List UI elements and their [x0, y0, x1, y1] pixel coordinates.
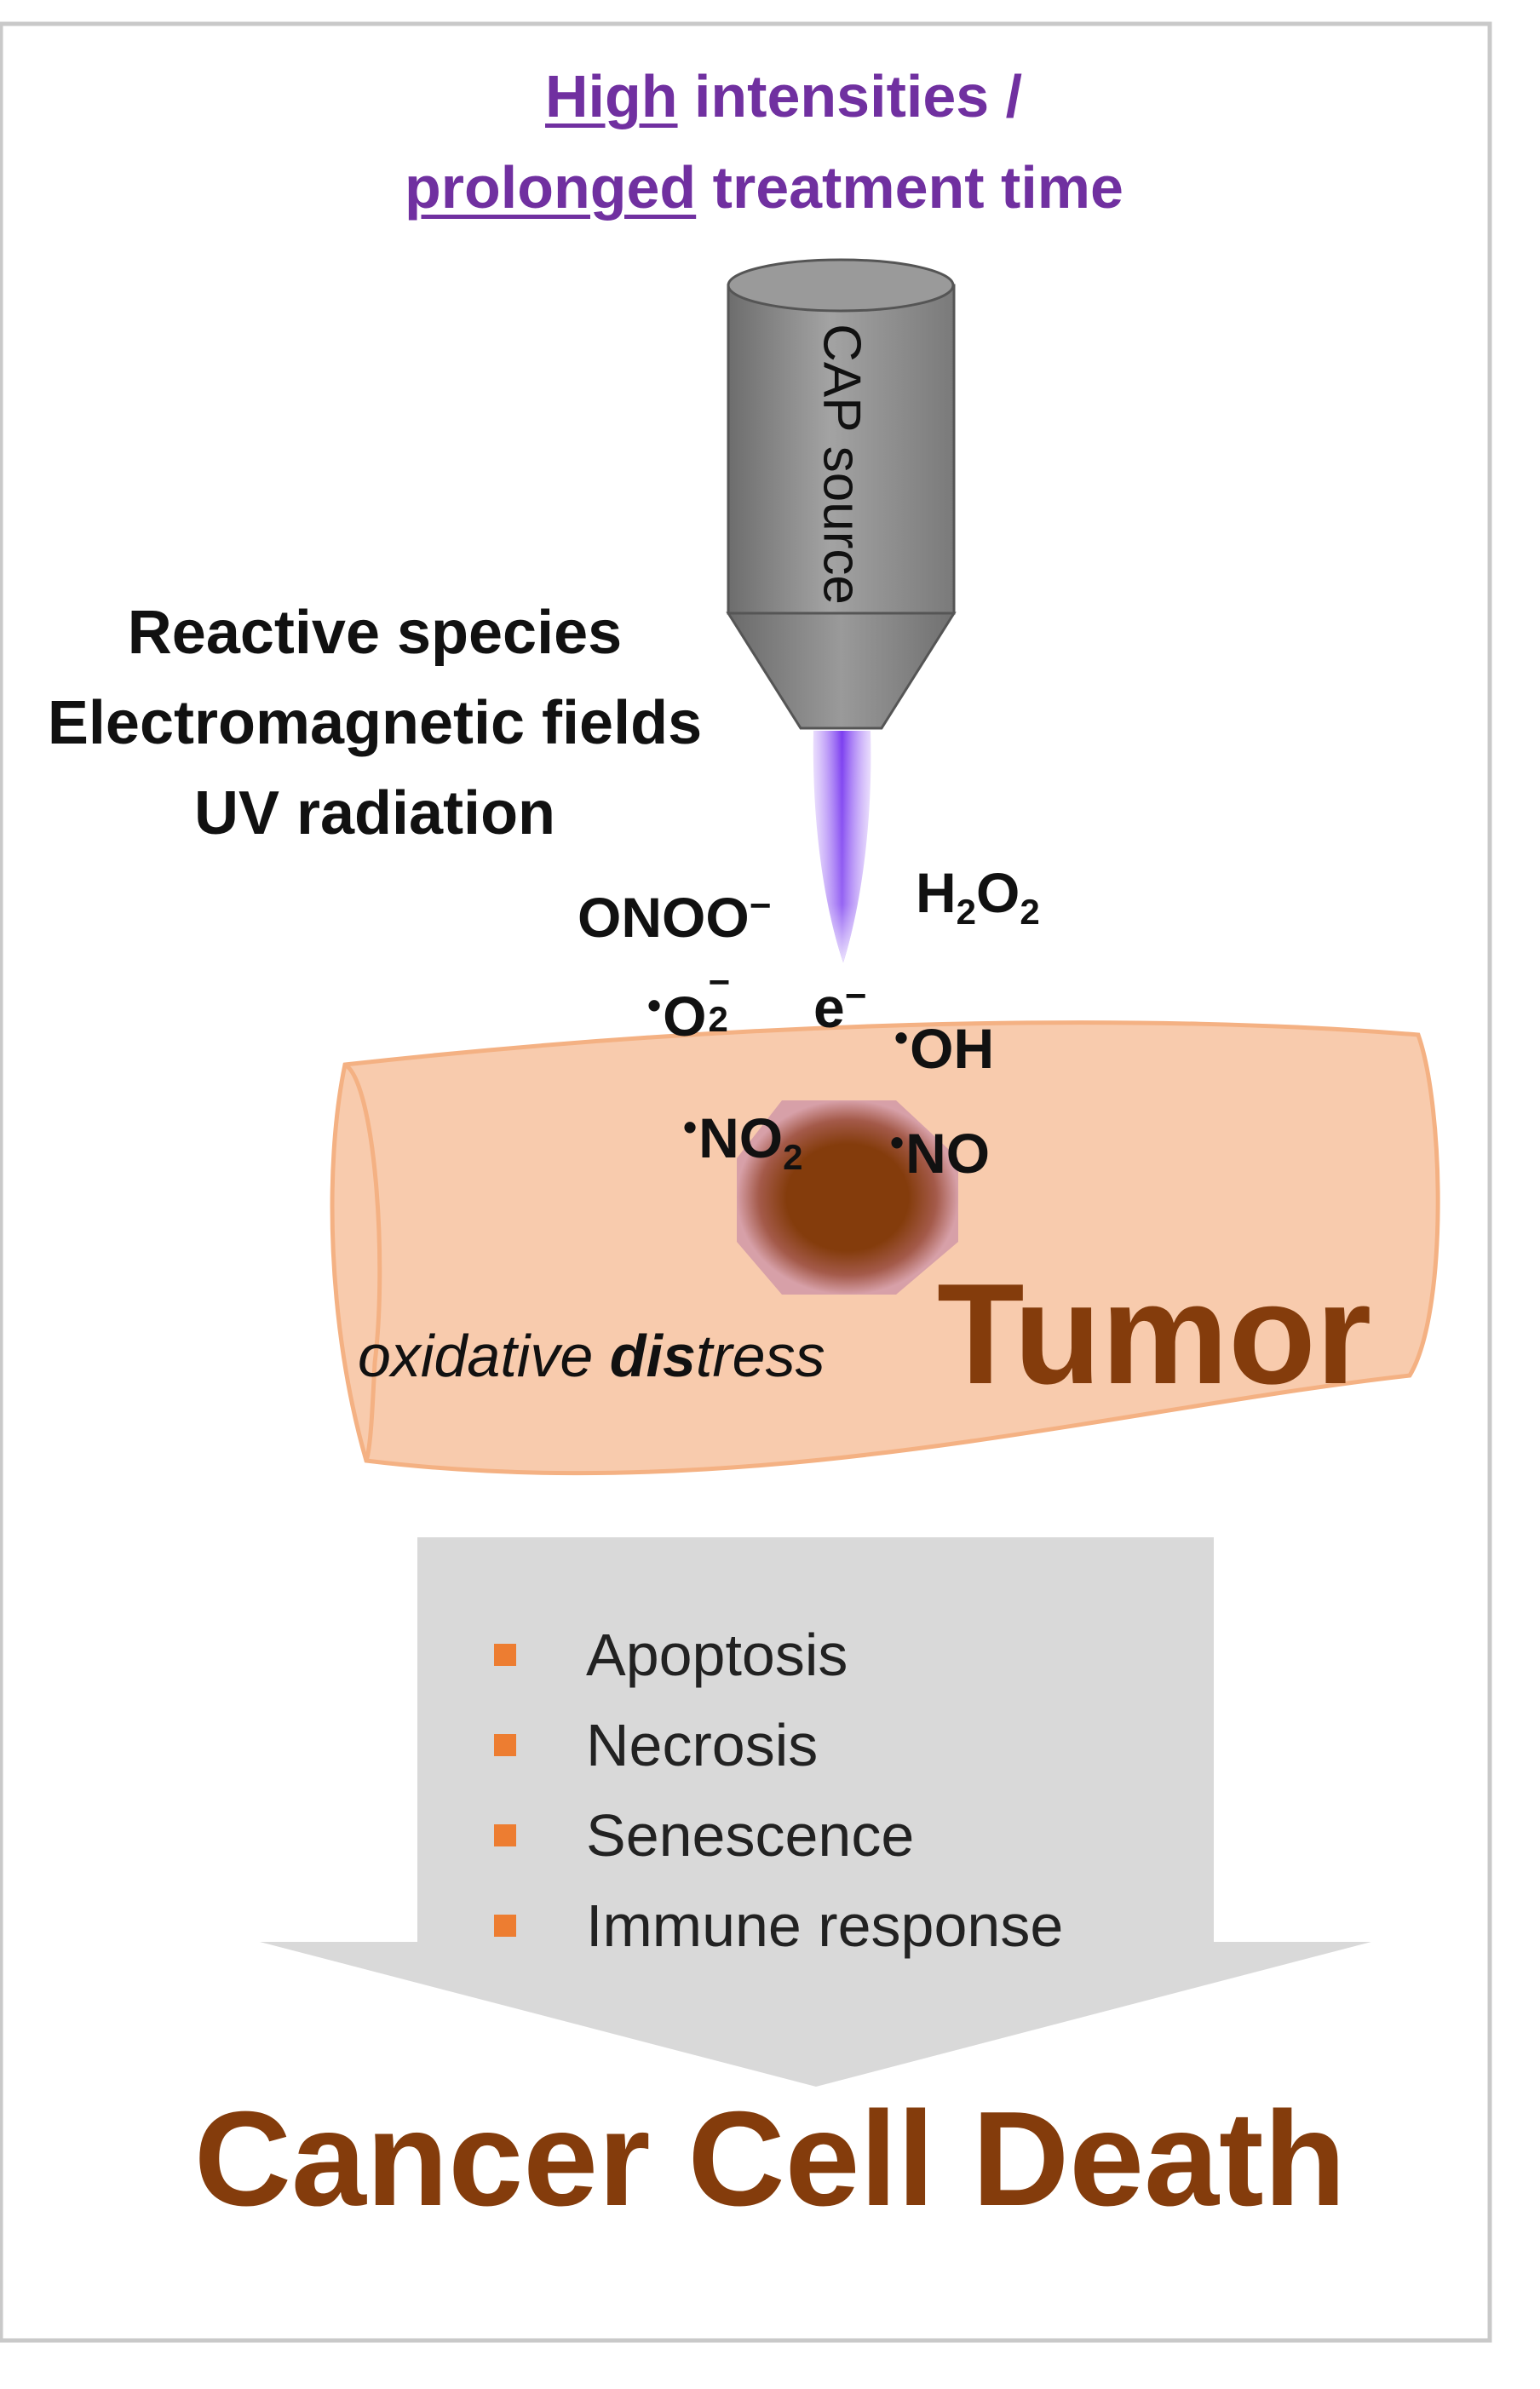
effect-electromagnetic-fields: Electromagnetic fields [47, 689, 703, 757]
heading-treatment-time: treatment time [696, 154, 1123, 221]
species-no-dot: • [890, 1120, 905, 1164]
outcome-immune-response-label: Immune response [586, 1892, 1064, 1959]
species-h2o2-sub-2: 2 [1020, 892, 1040, 932]
species-hydroxyl-dot: • [894, 1015, 909, 1060]
heading-high: High [545, 63, 678, 129]
oxidative-distress-pre: oxidative [358, 1323, 610, 1389]
species-electron-charge: − [844, 975, 867, 1017]
figure-frame [0, 21, 1492, 2343]
species-superoxide-dot: • [647, 983, 662, 1027]
outcome-necrosis-label: Necrosis [586, 1712, 819, 1778]
effect-uv-radiation: UV radiation [193, 779, 556, 847]
bullet-icon [494, 1915, 516, 1937]
outcome-arrow [260, 1537, 1371, 2087]
species-hydrogen-peroxide: H2O2 [916, 864, 1040, 930]
species-peroxynitrite-base: ONOO [578, 886, 750, 949]
species-no-base: NO [905, 1122, 991, 1185]
oxidative-distress-label: oxidative distress [358, 1322, 825, 1390]
tumor-spot [737, 1100, 958, 1295]
outcome-list: Apoptosis Necrosis Senescence Immune res… [494, 1610, 1063, 1971]
outcome-senescence: Senescence [494, 1790, 1063, 1881]
oxidative-distress-post: tress [695, 1323, 825, 1389]
species-superoxide-sub: 2 [708, 999, 728, 1039]
effect-reactive-species: Reactive species [127, 599, 623, 667]
species-no2-base: NO [698, 1106, 784, 1169]
bullet-icon [494, 1734, 516, 1756]
species-nitric-oxide: •NO [890, 1123, 990, 1181]
species-no2-dot: • [683, 1105, 698, 1149]
species-nitrogen-dioxide: •NO2 [683, 1107, 802, 1175]
species-hydroxyl-base: OH [910, 1017, 995, 1080]
species-h2o2-sub-1: 2 [956, 892, 977, 932]
physical-effects: Reactive species Electromagnetic fields … [0, 588, 750, 859]
cap-source-label: CAP source [812, 324, 871, 605]
species-superoxide-charge: − [708, 962, 731, 1003]
heading-intensities: intensities / [677, 63, 1023, 129]
heading-line-2: prolonged treatment time [405, 153, 1123, 221]
heading-line-1: High intensities / [545, 62, 1022, 130]
species-no2-sub: 2 [783, 1137, 803, 1177]
oxidative-distress-bold: dis [609, 1323, 696, 1389]
outcome-immune-response: Immune response [494, 1881, 1063, 1971]
outcome-necrosis: Necrosis [494, 1700, 1063, 1790]
cap-source-label-box: CAP source [767, 307, 916, 622]
outcome-senescence-label: Senescence [586, 1802, 915, 1869]
heading-prolonged: prolonged [405, 154, 697, 221]
species-superoxide-indices: −2 [706, 964, 740, 1039]
species-h2o2-h: H [916, 861, 957, 924]
species-electron: e− [813, 975, 867, 1039]
plasma-jet [813, 731, 871, 962]
cap-source-device [726, 258, 957, 730]
outcome-apoptosis: Apoptosis [494, 1610, 1063, 1700]
species-superoxide: •O−2 [647, 964, 740, 1045]
species-superoxide-base: O [663, 985, 707, 1048]
species-peroxynitrite: ONOO− [578, 885, 772, 946]
species-h2o2-o: O [976, 861, 1020, 924]
bullet-icon [494, 1824, 516, 1846]
outcome-apoptosis-label: Apoptosis [586, 1622, 848, 1688]
tumor-label: Tumor [937, 1254, 1372, 1414]
species-hydroxyl: •OH [894, 1018, 994, 1077]
cancer-cell-death-label: Cancer Cell Death [193, 2084, 1347, 2234]
bullet-icon [494, 1644, 516, 1666]
species-electron-base: e [813, 976, 845, 1039]
species-peroxynitrite-charge: − [749, 885, 772, 927]
